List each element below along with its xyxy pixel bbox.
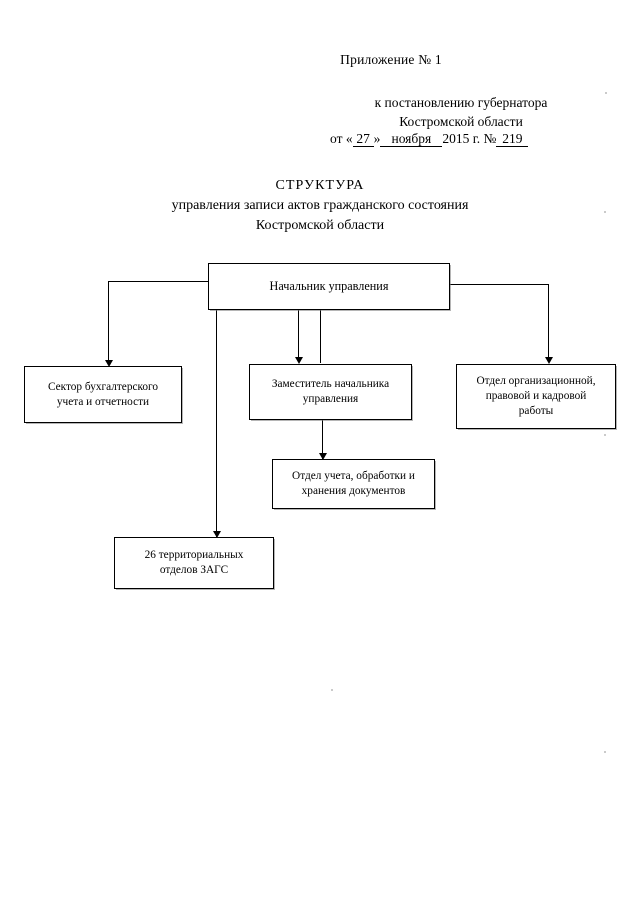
node-docs-label: Отдел учета, обработки и хранения докуме…: [292, 470, 415, 497]
page-title: СТРУКТУРА управления записи актов гражда…: [60, 176, 580, 236]
node-head-label: Начальник управления: [269, 279, 389, 293]
decree-line-2: Костромской области: [399, 114, 523, 129]
node-zags-label: 26 территориальных отделов ЗАГС: [144, 549, 244, 576]
decree-reference: к постановлению губернатора Костромской …: [330, 93, 592, 131]
appendix-label: Приложение № 1: [340, 52, 442, 67]
date-prefix: от «: [330, 131, 353, 146]
date-month: ноября: [380, 132, 443, 147]
decree-line-1: к постановлению губернатора: [374, 95, 548, 110]
edge-deputy-docs-arrowhead: [318, 453, 327, 460]
scan-speck: [605, 92, 607, 94]
scan-speck: [604, 434, 606, 436]
node-accounting-label: Сектор бухгалтерского учета и отчетности: [47, 380, 159, 408]
edge-head-deputy-stub: [320, 310, 321, 363]
date-year: 2015 г. №: [442, 131, 497, 146]
edge-head-deputy-arrowhead: [294, 357, 303, 364]
edge-head-org-vertical: [548, 284, 549, 362]
title-line-2: управления записи актов гражданского сос…: [171, 198, 469, 213]
edge-head-zags-arrowhead: [212, 531, 221, 538]
scan-speck: [604, 751, 606, 753]
edge-head-accounting-vertical: [108, 281, 109, 364]
edge-head-accounting-horizontal: [108, 281, 209, 282]
edge-head-deputy-vertical: [298, 310, 299, 362]
edge-head-org-arrowhead: [544, 357, 553, 364]
scan-speck: [604, 211, 606, 213]
edge-head-zags-vertical: [216, 310, 217, 538]
node-accounting[interactable]: Сектор бухгалтерского учета и отчетности: [24, 366, 182, 423]
title-main: СТРУКТУРА: [275, 178, 365, 193]
date-quote-close: »: [373, 131, 381, 146]
node-deputy[interactable]: Заместитель начальника управления: [249, 364, 412, 420]
node-docs[interactable]: Отдел учета, обработки и хранения докуме…: [272, 459, 435, 509]
edge-head-org-horizontal: [450, 284, 549, 285]
date-day: 27: [352, 132, 374, 147]
node-org-label: Отдел организационной, правовой и кадров…: [476, 375, 596, 417]
title-line-3: Костромской области: [255, 218, 385, 233]
edge-deputy-docs-vertical: [322, 420, 323, 460]
node-deputy-label: Заместитель начальника управления: [271, 378, 390, 405]
scan-speck: [331, 689, 333, 691]
date-number: 219: [496, 132, 529, 147]
edge-head-accounting-arrowhead: [104, 360, 113, 367]
node-org[interactable]: Отдел организационной, правовой и кадров…: [456, 364, 616, 429]
node-zags[interactable]: 26 территориальных отделов ЗАГС: [114, 537, 274, 589]
node-head[interactable]: Начальник управления: [208, 263, 450, 310]
